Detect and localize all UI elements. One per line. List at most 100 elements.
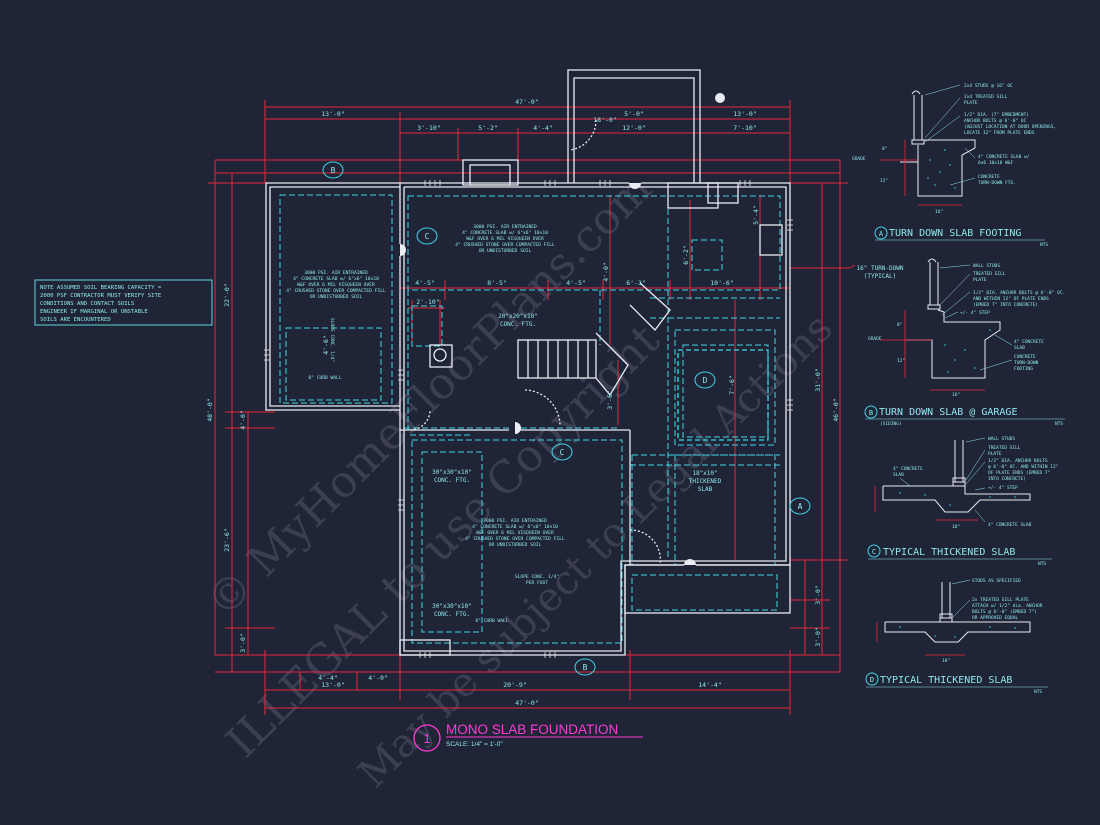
thickened-1: 18"x10" [692, 470, 717, 477]
detail-a-dim-8: 8" [882, 146, 887, 152]
detail-c-label-1: WALL STUDS [988, 436, 1015, 442]
detail-c-dim-18: 18" [952, 524, 960, 530]
dim-mid-3: 4'-5" [566, 279, 586, 287]
detail-d-label-2: 2x TREATED SILL PLATE [972, 597, 1029, 603]
detail-b-label-5: AND WITHIN 12" OF PLATE ENDS [973, 296, 1049, 302]
turn-down-2: (TYPICAL) [864, 273, 897, 280]
detail-b-turn-down-slab-garage: WALL STUDS TREATED SILL PLATE 1/2" DIA. … [864, 258, 1065, 427]
soil-note-line-1: NOTE ASSUMED SOIL BEARING CAPACITY = [40, 285, 162, 291]
soil-note: NOTE ASSUMED SOIL BEARING CAPACITY = 200… [34, 279, 213, 326]
drawing-number: 1 [423, 731, 430, 746]
slope-lower-2: PER FOOT [526, 580, 548, 586]
detail-a-dim-12: 12" [880, 178, 888, 184]
dim-mid-5: 10'-6" [710, 279, 733, 287]
dim-right-2: 46'-0" [832, 398, 840, 421]
garage-note-4: 4" CRUSHED STONE OVER COMPACTED FILL [286, 288, 386, 294]
dim-left-3: 48'-0" [206, 398, 214, 421]
detail-b-label-1: WALL STUDS [973, 263, 1000, 269]
dim-left-1: 22'-0" [223, 283, 231, 306]
dim-bottom-sub-2: 4'-0" [368, 674, 388, 682]
dim-small-5: 7'-6" [728, 375, 736, 395]
detail-d-title: TYPICAL THICKENED SLAB [880, 675, 1012, 686]
detail-c-title: TYPICAL THICKENED SLAB [883, 547, 1015, 558]
dim-top-seg-2: 5'-0" [624, 110, 644, 118]
dim-top-seg-3: 13'-0" [733, 110, 756, 118]
detail-a-label-3: PLATE [964, 100, 978, 106]
dim-small-3: 6'-2" [682, 245, 690, 265]
detail-c-typical-thickened-slab: WALL STUDS TREATED SILL PLATE 1/2" DIA. … [867, 436, 1058, 567]
drawing-scale: SCALE: 1/4" = 1'-0" [446, 741, 503, 748]
detail-c-label-2: TREATED SILL [988, 445, 1021, 451]
detail-c-label-4: 1/2" DIA. ANCHOR BOLTS [988, 458, 1048, 464]
slope-garage-1: SLOPE CONC. 1/4" [329, 318, 335, 362]
dim-small-4: 3'-6" [606, 390, 614, 410]
detail-d-typical-thickened-slab: STUDS AS SPECIFIED 2x TREATED SILL PLATE… [865, 578, 1048, 695]
detail-b-label-11: TURN-DOWN [1014, 360, 1039, 366]
detail-b-label-12: FOOTING [1014, 366, 1033, 372]
ftg-30a-label: CONC. FTG. [434, 477, 470, 484]
dim-left-5: 3'-0" [239, 633, 247, 653]
section-markers [394, 93, 725, 571]
detail-b-label-7: +/- 4" STEP [960, 310, 990, 316]
detail-a-label-6: (ADJUST LOCATION AT DOOR OPENINGS, [964, 124, 1056, 130]
section-tag-a: A [798, 502, 803, 511]
dim-bottom-seg-1: 13'-0" [321, 681, 344, 689]
detail-c-label-3: PLATE [988, 451, 1002, 457]
drawing-title: MONO SLAB FOUNDATION [446, 722, 618, 737]
dim-left-4: 4'-0" [239, 410, 247, 430]
dim-right-3: 3'-0" [814, 585, 822, 605]
garage-note-3: W&F OVER 6 MIL VISQUEEN OVER [297, 282, 375, 288]
detail-a-label-9: 6x6 10x10 W&F [978, 160, 1014, 166]
detail-a-label-5: ANCHOR BOLTS @ 6'-0" OC [964, 118, 1027, 124]
dim-left-2: 23'-6" [223, 528, 231, 551]
detail-b-label-2: TREATED SILL [973, 271, 1006, 277]
foundation-walls [265, 69, 791, 656]
drawing-number-circle [413, 724, 441, 752]
detail-a-label-7: LOCATE 12" FROM PLATE ENDS [964, 130, 1035, 136]
detail-c-label-10: +/- 4" STEP [988, 485, 1018, 491]
dim-mid-2: 8'-5" [487, 279, 507, 287]
ftg-20-size: 20"x20"x10" [498, 313, 538, 320]
dimension-text: 47'-0" 13'-0" 5'-0" 13'-0" 3'-10" 5'-2" … [318, 98, 757, 707]
detail-a-turn-down-slab-footing: 2x4 STUDS @ 16" OC 2x4 TREATED SILL PLAT… [852, 83, 1056, 248]
lower-note-5: OR UNDISTURBED SOIL [489, 542, 542, 548]
lower-note-1: 3000 PSI. AIR ENTRAINED [483, 518, 547, 524]
dim-bottom-sub-1: 4'-4" [318, 674, 338, 682]
detail-a-label-8: 4" CONCRETE SLAB w/ [978, 154, 1030, 160]
dim-top-sub-1: 3'-10" [417, 124, 440, 132]
detail-a-nts: NTS [1040, 242, 1048, 248]
detail-b-dim-12: 12" [897, 358, 905, 364]
detail-d-nts: NTS [1034, 689, 1042, 695]
dim-bottom-seg-2: 20'-9" [503, 681, 526, 689]
garage-note-2: 4" CONCRETE SLAB w/ 6"x6" 10x10 [293, 276, 379, 282]
detail-d-tag: D [870, 676, 874, 684]
garage-note-5: OR UNDISTURBED SOIL [310, 294, 363, 300]
ftg-20-label: CONC. FTG. [500, 321, 536, 328]
soil-note-line-2: 2000 PSF CONTRACTOR MUST VERIFY SITE [40, 293, 162, 299]
upper-note-1: 3000 PSI. AIR ENTRAINED [473, 224, 537, 230]
detail-a-label-11: TURN-DOWN FTG. [978, 180, 1016, 186]
garage-note-1: 3000 PSI. AIR ENTRAINED [304, 270, 368, 276]
upper-note-3: W&F OVER 6 MIL VISQUEEN OVER [466, 236, 544, 242]
wall-hatches [264, 180, 793, 658]
dim-small-2: 4'-0" [602, 262, 610, 282]
soil-note-line-5: SOILS ARE ENCOUNTERED [40, 317, 111, 323]
curb-garage: 8" CURB WALL [308, 375, 341, 381]
detail-c-label-8: 4" CONCRETE [893, 466, 923, 472]
ftg-30b-size: 30"x30"x10" [432, 603, 472, 610]
lower-note-2: 4" CONCRETE SLAB w/ 6"x6" 10x10 [472, 524, 558, 530]
detail-c-label-11: 4" CONCRETE SLAB [988, 522, 1032, 528]
section-tags [322, 161, 811, 676]
soil-note-line-4: ENGINEER IF MARGINAL OR UNSTABLE [40, 309, 148, 315]
detail-b-label-6: (EMBED 7" INTO CONCRETE) [973, 302, 1038, 308]
upper-note-2: 4" CONCRETE SLAB w/ 6"x6" 10x10 [462, 230, 548, 236]
lower-note-3: W&F OVER 6 MIL VISQUEEN OVER [476, 530, 554, 536]
detail-b-grade: GRADE [868, 336, 882, 342]
detail-b-label-9: SLAB [1014, 345, 1025, 351]
detail-d-label-3: ATTACH w/ 1/2" dia. ANCHOR [972, 603, 1043, 609]
dim-top-overall: 47'-0" [515, 98, 538, 106]
detail-d-label-4: BOLTS @ 6'-0" (EMBED 7") [972, 609, 1037, 615]
dimension-lines [208, 100, 856, 715]
detail-a-label-4: 1/2" DIA. (7" EMBEDMENT) [964, 112, 1029, 118]
